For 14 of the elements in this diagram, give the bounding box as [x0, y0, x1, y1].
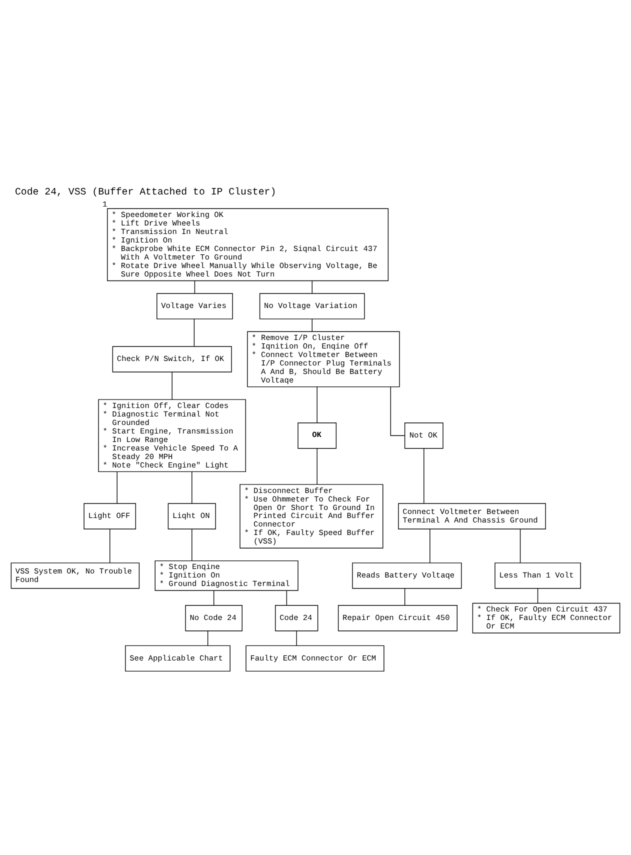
connector	[286, 590, 288, 606]
connector	[207, 630, 208, 646]
connector	[296, 630, 297, 646]
connector	[537, 588, 538, 604]
connector	[316, 448, 318, 485]
connector	[316, 386, 318, 424]
connector	[404, 588, 406, 606]
connector	[194, 318, 195, 347]
connector	[194, 280, 196, 294]
connector	[213, 590, 214, 606]
connector	[520, 528, 521, 564]
connector	[390, 386, 406, 436]
connector	[116, 472, 118, 504]
diagram-title: Code 24, VSS (Buffer Attached to IP Cluster)	[14, 186, 276, 198]
